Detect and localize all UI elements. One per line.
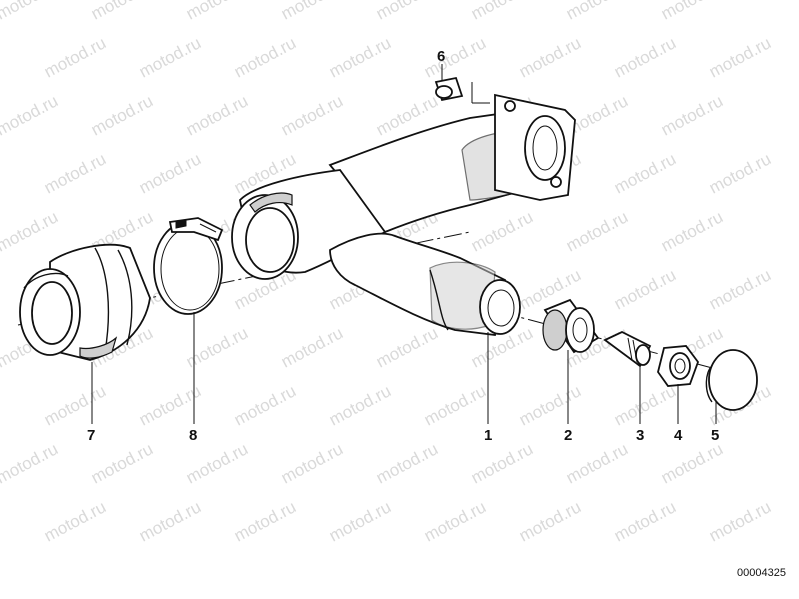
- watermark-text: motod.ru: [231, 33, 299, 81]
- watermark-text: motod.ru: [421, 33, 489, 81]
- watermark-text: motod.ru: [278, 0, 346, 24]
- watermark-text: motod.ru: [278, 91, 346, 139]
- callout-5: 5: [711, 427, 719, 444]
- watermark-text: motod.ru: [468, 0, 536, 24]
- watermark-text: motod.ru: [611, 149, 679, 197]
- watermark-text: motod.ru: [231, 497, 299, 545]
- watermark-text: motod.ru: [516, 33, 584, 81]
- callout-1: 1: [484, 427, 492, 444]
- watermark-text: motod.ru: [563, 439, 631, 487]
- watermark-text: motod.ru: [563, 207, 631, 255]
- callout-4: 4: [674, 427, 683, 444]
- callout-8: 8: [189, 427, 197, 444]
- part-7-rubber-sleeve: [19, 243, 151, 361]
- watermark-text: motod.ru: [706, 265, 774, 313]
- part-5-cap: [705, 349, 758, 411]
- part-8-hose-clamp: [153, 217, 224, 315]
- watermark-text: motod.ru: [88, 0, 156, 24]
- leader-lines: [91, 64, 717, 424]
- watermark-text: motod.ru: [468, 207, 536, 255]
- watermark-text: motod.ru: [326, 497, 394, 545]
- watermark-text: motod.ru: [41, 381, 109, 429]
- watermark-text: motod.ru: [41, 33, 109, 81]
- watermark-text: motod.ru: [658, 439, 726, 487]
- watermark-text: motod.ru: [421, 381, 489, 429]
- watermark-text: motod.ru: [183, 0, 251, 24]
- watermark-text: motod.ru: [183, 323, 251, 371]
- watermark-text: motod.ru: [658, 207, 726, 255]
- watermark-text: motod.ru: [706, 497, 774, 545]
- watermark-text: motod.ru: [88, 439, 156, 487]
- watermark-text: motod.ru: [0, 0, 61, 24]
- part-6-plug: [434, 76, 490, 104]
- callout-6: 6: [437, 48, 445, 65]
- watermark-text: motod.ru: [611, 381, 679, 429]
- watermark-text: motod.ru: [373, 0, 441, 24]
- watermark-text: motod.ru: [278, 323, 346, 371]
- part-4-nut: [657, 345, 700, 387]
- part-1-intake-pipe: [231, 93, 576, 336]
- watermark-text: motod.ru: [88, 91, 156, 139]
- watermark-text: motod.ru: [326, 33, 394, 81]
- watermark-text: motod.ru: [0, 439, 61, 487]
- watermark-text: motod.ru: [516, 381, 584, 429]
- part-3-connector: [603, 330, 652, 368]
- watermark-text: motod.ru: [136, 33, 204, 81]
- watermark-text: motod.ru: [516, 497, 584, 545]
- watermark-text: motod.ru: [136, 497, 204, 545]
- watermark-text: motod.ru: [183, 91, 251, 139]
- callout-2: 2: [564, 427, 572, 444]
- watermark-text: motod.ru: [373, 439, 441, 487]
- watermark-text: motod.ru: [611, 33, 679, 81]
- callout-3: 3: [636, 427, 644, 444]
- watermark-text: motod.ru: [421, 497, 489, 545]
- watermark-text: motod.ru: [0, 207, 61, 255]
- watermark-text: motod.ru: [706, 149, 774, 197]
- watermark-text: motod.ru: [231, 381, 299, 429]
- document-number: 00004325: [737, 567, 786, 579]
- watermark-text: motod.ru: [136, 149, 204, 197]
- watermark-text: motod.ru: [373, 323, 441, 371]
- watermark-text: motod.ru: [658, 0, 726, 24]
- watermark-text: motod.ru: [563, 0, 631, 24]
- watermark-text: motod.ru: [658, 91, 726, 139]
- watermark-text: motod.ru: [183, 439, 251, 487]
- watermark-text: motod.ru: [0, 91, 61, 139]
- watermark-text: motod.ru: [326, 381, 394, 429]
- watermark-text: motod.ru: [706, 33, 774, 81]
- watermark-text: motod.ru: [611, 265, 679, 313]
- watermark-text: motod.ru: [611, 497, 679, 545]
- callout-7: 7: [87, 427, 95, 444]
- watermark-text: motod.ru: [41, 497, 109, 545]
- part-2-bushing: [542, 298, 600, 354]
- watermark-text: motod.ru: [468, 439, 536, 487]
- watermark-text: motod.ru: [41, 149, 109, 197]
- watermark-text: motod.ru: [278, 439, 346, 487]
